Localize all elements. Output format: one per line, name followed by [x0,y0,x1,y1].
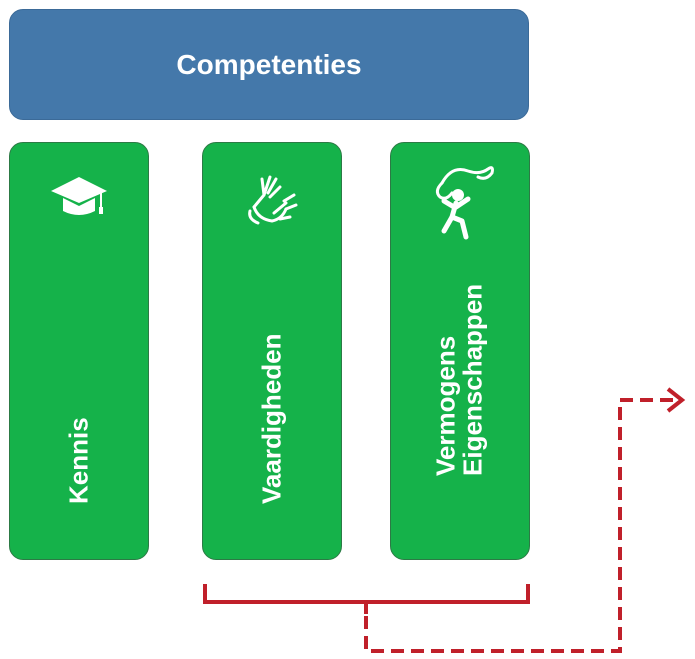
pillar-vaardigheden: Vaardigheden [202,142,342,560]
pillar-vermogens-eigenschappen: Vermogens Eigenschappen [390,142,530,560]
grouping-bracket [203,584,530,604]
header-title: Competenties [176,48,362,80]
pillar-kennis: Kennis [9,142,149,560]
competenties-header: Competenties [9,9,529,120]
dancer-ribbon-icon [422,161,498,250]
hands-icon [244,167,300,232]
dashed-arrow-line [364,398,680,653]
graduation-cap-icon [49,173,109,230]
arrow-head-icon [666,387,686,413]
